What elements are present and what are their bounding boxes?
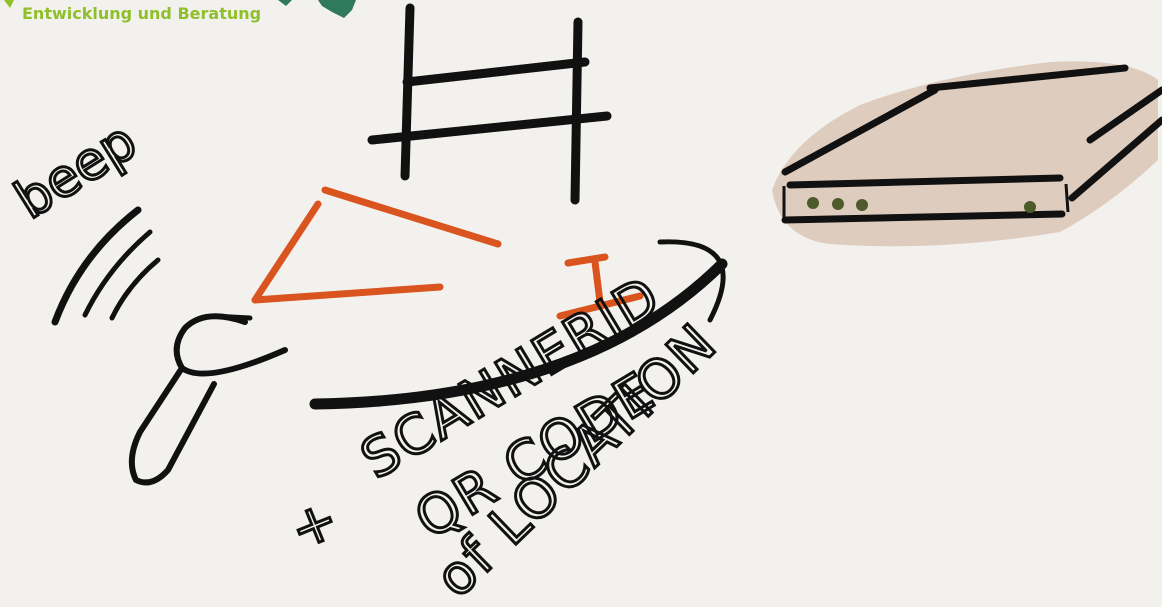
barcode-scanner-icon [128, 313, 288, 486]
beep-label: beep [5, 111, 147, 231]
brand-leaf-icon [4, 0, 356, 18]
caption-plus: + [281, 486, 348, 562]
sound-waves-icon [51, 206, 161, 326]
status-led [807, 197, 819, 209]
status-led [832, 198, 844, 210]
status-led [1024, 201, 1036, 213]
qr-code-icon [367, 3, 612, 205]
server-box-icon [772, 61, 1162, 247]
status-led [856, 199, 868, 211]
caption-block: + SCANNERID QR CODE of LOCATION [280, 262, 731, 607]
status-led-group [807, 197, 1036, 213]
swoosh-arrow [309, 239, 728, 410]
laser-beam-icon [251, 186, 644, 320]
brand-header: Entwicklung und Beratung [4, 0, 356, 23]
beep-group: beep [4, 110, 161, 326]
brand-caption: Entwicklung und Beratung [22, 4, 261, 23]
